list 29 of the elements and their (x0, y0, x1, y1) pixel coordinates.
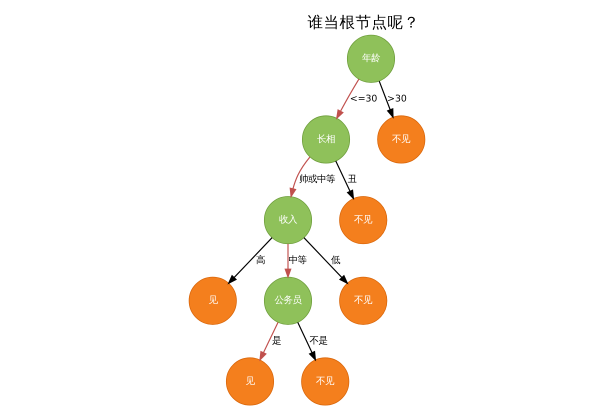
node-circle: 不见 (338, 196, 387, 244)
edge-label: 丑 (346, 174, 356, 186)
edge-label: >30 (386, 94, 406, 105)
arrow (303, 237, 348, 285)
node-circle: 长相 (301, 115, 350, 164)
node-circle: 不见 (376, 115, 425, 164)
node-circle: 不见 (338, 276, 387, 325)
node-circle: 公务员 (263, 276, 312, 325)
arrow (296, 322, 316, 362)
edge-label: 高 (255, 254, 264, 266)
edge-label: <=30 (349, 94, 377, 105)
edge-label: 不是 (309, 336, 328, 347)
node-circle: 年龄 (346, 34, 395, 83)
arrow (226, 237, 272, 285)
arrow (335, 78, 359, 120)
arrow (258, 322, 278, 362)
node-circle: 收入 (263, 196, 312, 244)
diagram-title: 谁当根节点呢？ (307, 13, 420, 32)
edge-label: 低 (330, 254, 340, 266)
edge-label: 中等 (288, 254, 306, 266)
arrow (284, 244, 292, 279)
node-circle: 见 (225, 357, 274, 406)
arrow (334, 160, 354, 200)
node-circle: 不见 (300, 357, 349, 406)
edge-label: 是 (272, 336, 281, 347)
arrow (378, 80, 394, 119)
arrow (289, 156, 310, 198)
edge-label: 帅或中等 (298, 174, 335, 186)
node-circle: 见 (188, 276, 236, 325)
